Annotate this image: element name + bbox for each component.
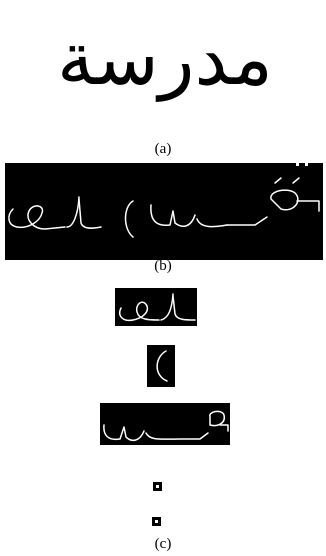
- caption-a: (a): [154, 141, 172, 157]
- dot-component-1: [153, 482, 162, 491]
- caption-b: (b): [154, 258, 172, 274]
- dot-component-2: [152, 517, 161, 526]
- skeleton-strokes: [8, 163, 320, 238]
- component-2: [147, 345, 175, 387]
- component-1-stroke: [119, 293, 196, 322]
- component-3-stroke: [103, 410, 229, 442]
- component-2-stroke: [156, 350, 168, 382]
- component-3: [100, 403, 230, 445]
- caption-c: (c): [154, 536, 172, 552]
- component-1: [115, 288, 197, 326]
- skeleton-panel: [5, 163, 323, 260]
- arabic-word: مدرسة: [57, 16, 273, 102]
